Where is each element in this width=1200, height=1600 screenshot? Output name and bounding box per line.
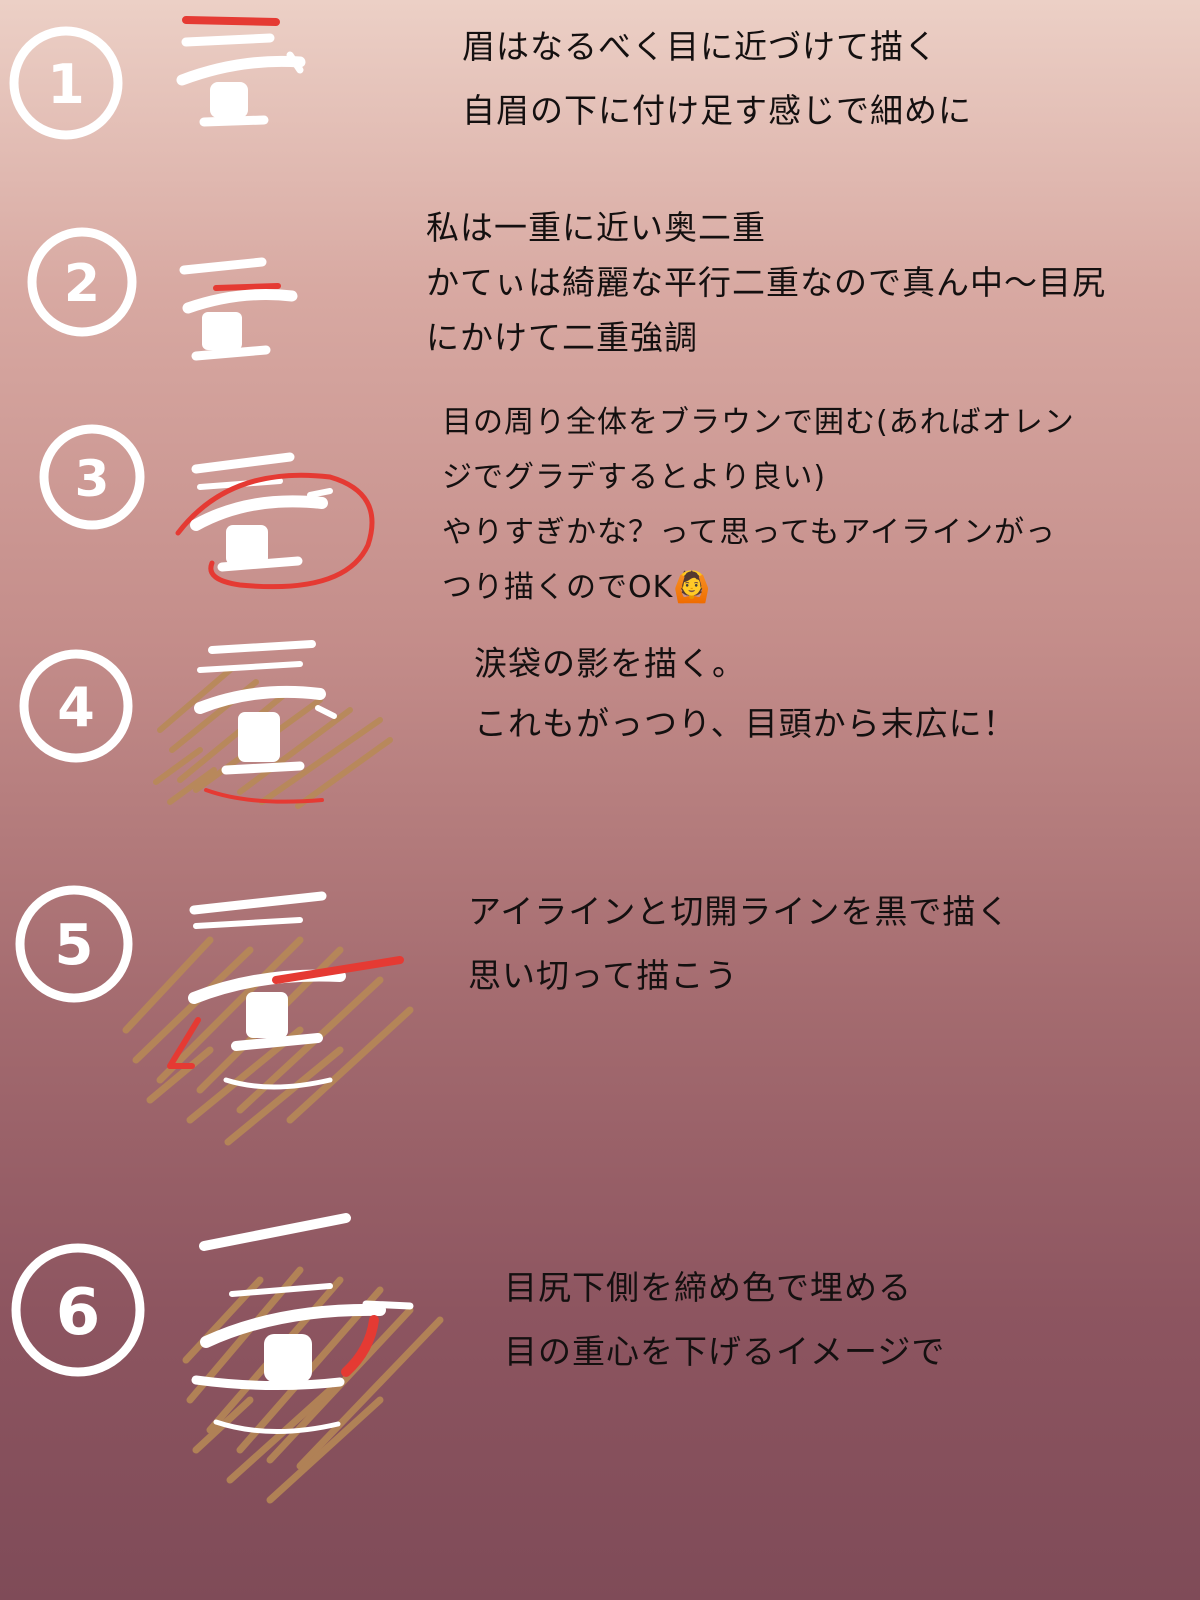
step-number-circle — [15, 885, 133, 1003]
step-number-circle — [19, 649, 133, 763]
step-5-caption: アイラインと切開ラインを黒で描く 思い切って描こう — [468, 892, 1011, 995]
step-2: 2 私は一重に近い奥二重 かてぃは綺麗な平行二重なので真ん中〜目尻 にかけて二重… — [0, 200, 1200, 390]
step-5: 5 アイラインと切開ラインを黒で描く 思い切って描こう — [0, 880, 1200, 1180]
step-number: 1 — [47, 53, 85, 116]
step-3: 3 目の周り全体をブラウンで囲む(あればオレン ジでグラデするとより良い) やり… — [0, 395, 1200, 625]
step-number-circle — [11, 1243, 145, 1377]
step-2-illustration: 2 — [27, 227, 298, 361]
step-number-circle — [39, 424, 145, 530]
step-4-illustration: 4 — [19, 640, 393, 809]
step-2-caption: 私は一重に近い奥二重 かてぃは綺麗な平行二重なので真ん中〜目尻 にかけて二重強調 — [426, 208, 1106, 357]
step-1-caption: 眉はなるべく目に近づけて描く 自眉の下に付け足す感じで細めに — [462, 27, 972, 130]
step-number: 2 — [64, 254, 100, 314]
step-1: 1 眉はなるべく目に近づけて描く 自眉の下に付け足す感じで細めに — [0, 0, 1200, 190]
step-6-illustration: 6 — [11, 1213, 444, 1504]
step-3-illustration: 3 — [39, 424, 375, 590]
step-5-illustration: 5 — [15, 885, 414, 1146]
step-4-caption: 涙袋の影を描く。 これもがっつり、目頭から末広に！ — [474, 644, 1017, 743]
step-4: 4 涙袋の影を描く。 これもがっつり、目頭から末広に！ — [0, 630, 1200, 850]
step-6-caption: 目尻下側を締め色で埋める 目の重心を下げるイメージで — [504, 1268, 946, 1371]
step-number-circle — [9, 26, 123, 140]
step-1-illustration: 1 — [9, 16, 306, 140]
step-number: 6 — [56, 1276, 101, 1350]
step-number: 3 — [75, 450, 110, 508]
step-number-circle — [27, 227, 137, 337]
step-3-caption: 目の周り全体をブラウンで囲む(あればオレン ジでグラデするとより良い) やりすぎ… — [442, 405, 1075, 605]
step-number: 5 — [55, 913, 94, 978]
step-number: 4 — [57, 676, 95, 739]
step-6: 6 目尻下側を締め色で埋める 目の重心を下げるイメージで — [0, 1210, 1200, 1570]
